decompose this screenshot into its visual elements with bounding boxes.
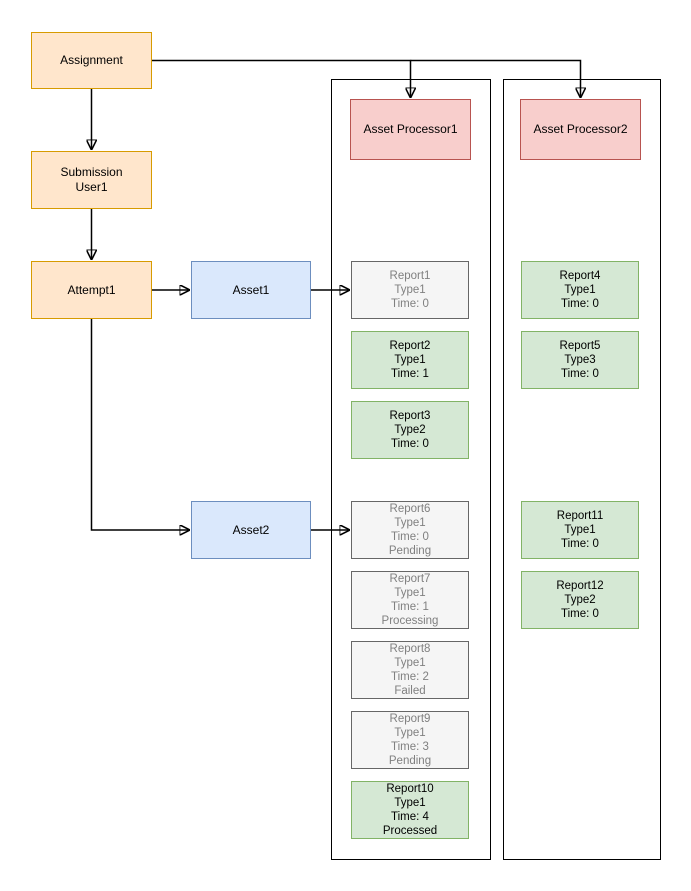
report-card-report8[interactable]: Report8 Type1 Time: 2 Failed bbox=[351, 641, 469, 699]
node-asset1[interactable]: Asset1 bbox=[191, 261, 311, 319]
report-card-report5[interactable]: Report5 Type3 Time: 0 bbox=[521, 331, 639, 389]
report-card-report9[interactable]: Report9 Type1 Time: 3 Pending bbox=[351, 711, 469, 769]
report-card-report2[interactable]: Report2 Type1 Time: 1 bbox=[351, 331, 469, 389]
node-submission[interactable]: Submission User1 bbox=[31, 151, 152, 209]
report-card-report1[interactable]: Report1 Type1 Time: 0 bbox=[351, 261, 469, 319]
node-assignment[interactable]: Assignment bbox=[31, 32, 152, 89]
report-card-report10[interactable]: Report10 Type1 Time: 4 Processed bbox=[351, 781, 469, 839]
report-card-report4[interactable]: Report4 Type1 Time: 0 bbox=[521, 261, 639, 319]
node-asset-processor2[interactable]: Asset Processor2 bbox=[520, 99, 641, 160]
edge-attempt-to-asset2 bbox=[90, 319, 190, 530]
report-card-report11[interactable]: Report11 Type1 Time: 0 bbox=[521, 501, 639, 559]
report-card-report3[interactable]: Report3 Type2 Time: 0 bbox=[351, 401, 469, 459]
report-card-report7[interactable]: Report7 Type1 Time: 1 Processing bbox=[351, 571, 469, 629]
report-card-report12[interactable]: Report12 Type2 Time: 0 bbox=[521, 571, 639, 629]
node-asset-processor1[interactable]: Asset Processor1 bbox=[350, 99, 471, 160]
report-card-report6[interactable]: Report6 Type1 Time: 0 Pending bbox=[351, 501, 469, 559]
processor2-container bbox=[503, 79, 661, 860]
node-attempt1[interactable]: Attempt1 bbox=[31, 261, 152, 319]
node-asset2[interactable]: Asset2 bbox=[191, 501, 311, 559]
